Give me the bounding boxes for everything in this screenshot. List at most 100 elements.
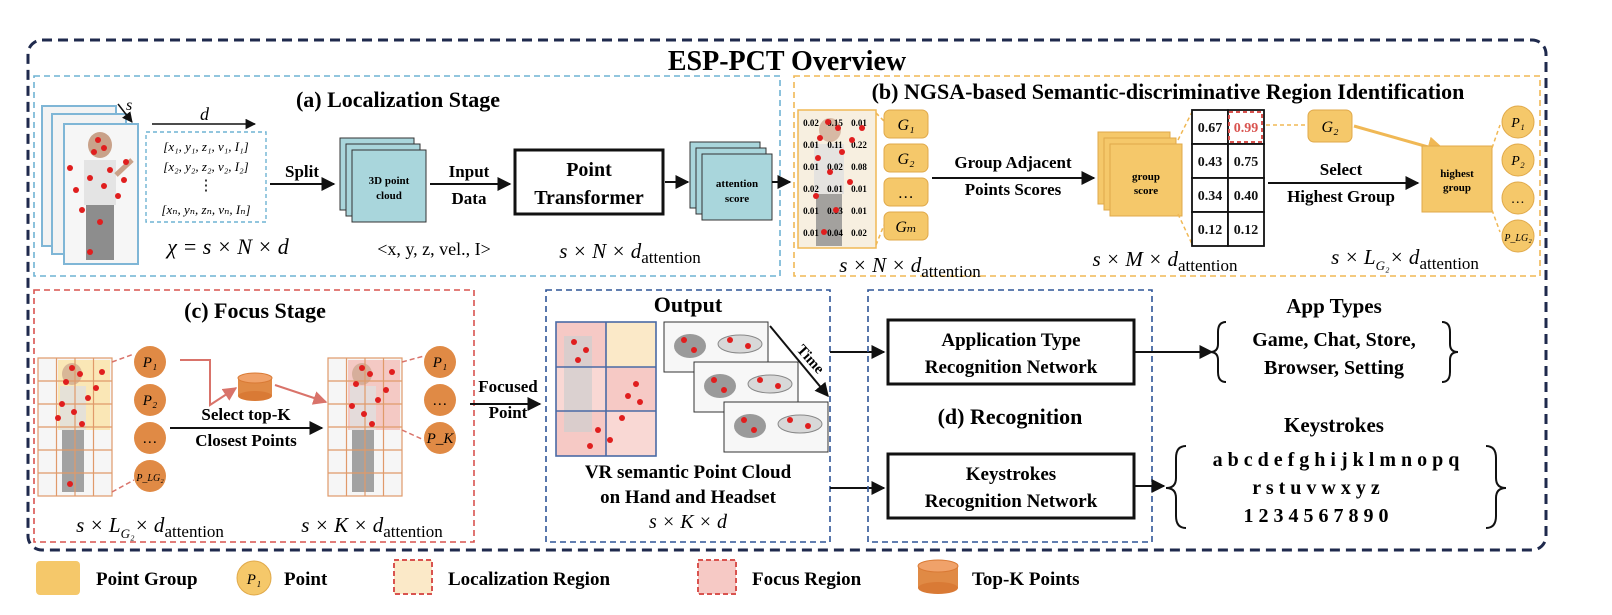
highlighted-score-frame xyxy=(1228,111,1263,143)
grid-value: 0.01 xyxy=(827,184,843,194)
cloud-label-1: 3D point xyxy=(369,175,410,187)
focus-grid-right-lines xyxy=(327,357,403,497)
selected-group-label: G₂ xyxy=(1321,119,1339,136)
recognition-title: (d) Recognition xyxy=(938,404,1083,429)
focused-label-1: Focused xyxy=(478,377,538,396)
stage-b-point-label: P₁ xyxy=(1510,116,1524,131)
grid-value: 0.02 xyxy=(827,162,843,172)
select-label-1: Select xyxy=(1320,160,1363,179)
stage-b-point xyxy=(1501,105,1535,139)
stage-b-point-label: … xyxy=(1512,192,1524,207)
point-transformer-label-1: Point xyxy=(566,159,612,181)
score-cell xyxy=(1227,177,1265,213)
focus-point-left-label: P_LG₂ xyxy=(135,473,164,484)
group-adjacent-label-1: Group Adjacent xyxy=(954,153,1072,172)
focus-point-left xyxy=(134,384,166,416)
key-net-label-2: Recognition Network xyxy=(925,491,1098,512)
grid-value: 0.15 xyxy=(827,118,843,128)
grid-value: 0.02 xyxy=(851,228,867,238)
attention-label-1: attention xyxy=(716,178,758,190)
score-value: 0.99 xyxy=(1234,121,1259,136)
select-topk-label-1: Select top-K xyxy=(201,405,291,424)
select-label-2: Highest Group xyxy=(1287,187,1395,206)
group-adjacent-label-2: Points Scores xyxy=(965,180,1062,199)
legend-focus-swatch xyxy=(697,559,737,595)
highest-connectors xyxy=(1491,124,1501,233)
group-box-label: G₁ xyxy=(897,117,914,134)
grid-value: 0.08 xyxy=(851,162,867,172)
legend-point: Point xyxy=(284,569,328,590)
grid-value: 0.01 xyxy=(803,140,819,150)
score-table-connectors xyxy=(1177,111,1193,245)
cloud-caption: <x, y, z, vel., I> xyxy=(377,239,491,259)
stage-b-point xyxy=(1501,181,1535,215)
key-net-label-1: Keystrokes xyxy=(966,464,1056,485)
app-types-title: App Types xyxy=(1286,294,1382,318)
grid-value: 0.01 xyxy=(803,206,819,216)
grid-value: 0.04 xyxy=(827,228,843,238)
attention-caption: s × N × dattention xyxy=(559,239,701,267)
time-arrow xyxy=(769,325,829,398)
grid-value: 0.01 xyxy=(851,206,867,216)
overview-frame xyxy=(26,38,1548,552)
group-box-label: G₂ xyxy=(897,151,915,168)
stage-c-caption-left: s × LG₂× dattention xyxy=(76,513,224,541)
stage-b-frame xyxy=(793,75,1541,277)
legend-point-swatch xyxy=(236,560,272,596)
app-types-brace-left xyxy=(1209,321,1227,383)
output-caption-1: VR semantic Point Cloud xyxy=(585,462,792,483)
app-net-box xyxy=(886,318,1136,386)
stage-c-frame xyxy=(33,289,475,543)
point-transformer-label-2: Transformer xyxy=(534,187,644,209)
stage-b-title: (b) NGSA-based Semantic-discriminative R… xyxy=(872,79,1465,104)
grid-value: 0.01 xyxy=(803,228,819,238)
stage-b-point xyxy=(1501,219,1535,253)
score-value: 0.34 xyxy=(1198,189,1223,204)
app-net-label-2: Recognition Network xyxy=(925,357,1098,378)
grid-value: 0.01 xyxy=(851,118,867,128)
focused-label-2: Point xyxy=(489,403,528,422)
output-grid-dots xyxy=(571,339,643,449)
focus-point-left-label: … xyxy=(143,431,156,447)
group-score-cube xyxy=(1097,131,1183,217)
output-caption-3: s × K × d xyxy=(649,511,728,533)
legend-point-symbol: P₁ xyxy=(246,572,261,588)
hand-dots xyxy=(681,337,811,433)
legend-localization-swatch xyxy=(393,559,433,595)
focus-point-left xyxy=(134,422,166,454)
app-net-label-1: Application Type xyxy=(941,330,1080,351)
group-connectors xyxy=(875,112,885,246)
stage-b-point xyxy=(1501,143,1535,177)
hand-frames xyxy=(663,321,829,453)
person-frames xyxy=(41,105,139,265)
focus-point-left-label: P₁ xyxy=(142,355,157,371)
legend-topk-swatch xyxy=(917,559,959,594)
matrix-row-2: [x₂, y₂, z₂, v₂, I₂] xyxy=(163,159,248,174)
axis-s-label: s xyxy=(126,97,132,114)
focus-point-right xyxy=(424,346,456,378)
legend-localization: Localization Region xyxy=(448,569,610,590)
focus-points-right: P₁…P_K xyxy=(424,346,456,454)
highest-group-box xyxy=(1421,145,1493,213)
focus-point-right xyxy=(424,384,456,416)
focus-point-left xyxy=(134,460,166,492)
point-cloud-cube xyxy=(339,137,427,223)
score-value: 0.12 xyxy=(1234,223,1259,238)
cloud-label-2: cloud xyxy=(376,190,402,202)
focus-point-right-label: P_K xyxy=(426,431,455,447)
stage-b-caption-3: s × LG₂× dattention xyxy=(1331,245,1479,273)
group-box xyxy=(883,211,929,241)
score-value: 0.67 xyxy=(1198,121,1223,136)
attention-score-cube xyxy=(689,141,773,221)
keystrokes-title: Keystrokes xyxy=(1284,413,1384,437)
recognition-frame xyxy=(867,289,1153,543)
keys-line-1: a b c d e f g h i j k l m n o p q xyxy=(1213,449,1460,471)
point-transformer-box xyxy=(513,148,665,216)
stage-b-caption-1: s × N × dattention xyxy=(839,253,981,281)
focus-left-connectors xyxy=(111,353,135,493)
legend-point-group: Point Group xyxy=(96,569,198,590)
